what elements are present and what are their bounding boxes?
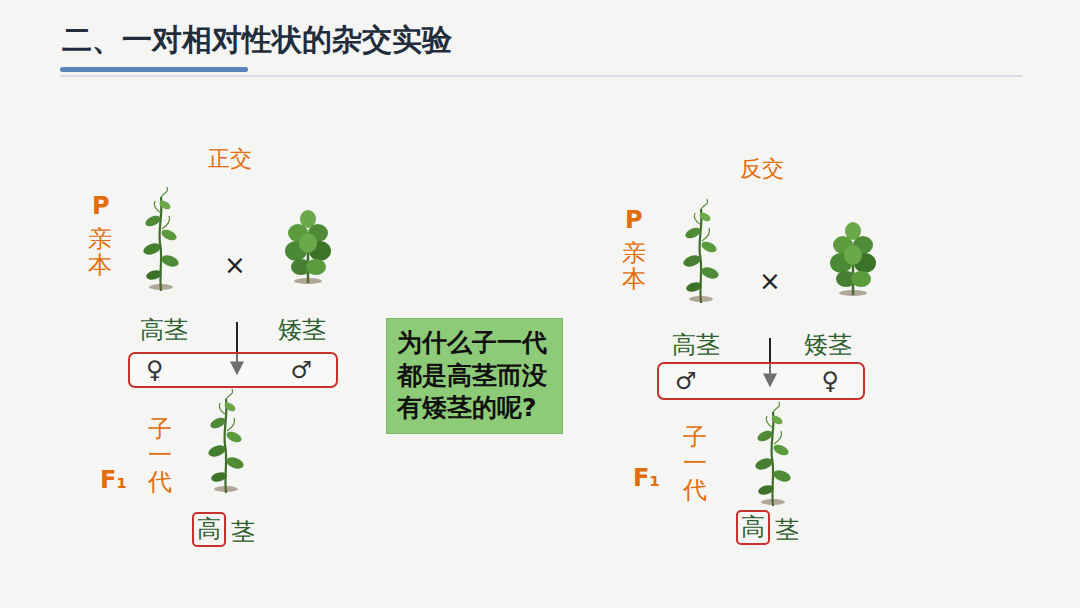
highlight-box: 高 xyxy=(192,512,226,547)
label: 正交 xyxy=(208,144,252,174)
label: P xyxy=(92,192,110,220)
vertical-label: 亲本 xyxy=(622,240,646,293)
question-box: 为什么子一代都是高茎而没有矮茎的呢? xyxy=(386,318,563,434)
label: 高 xyxy=(197,514,221,545)
label: 矮茎 xyxy=(278,314,326,346)
sex-box: ♀♂ xyxy=(128,352,338,388)
vertical-label: 子一代 xyxy=(683,424,707,503)
sex-symbol: ♂ xyxy=(675,369,697,393)
label: 反交 xyxy=(740,154,784,184)
sex-symbol: ♂ xyxy=(290,358,312,382)
label: P xyxy=(625,206,643,234)
label: × xyxy=(759,266,781,296)
question-text: 为什么子一代都是高茎而没有矮茎的呢? xyxy=(397,327,552,425)
vertical-label: 亲本 xyxy=(88,226,112,279)
label: 茎 xyxy=(231,516,255,548)
sex-symbol: ♀ xyxy=(821,369,839,393)
label: F₁ xyxy=(633,464,660,492)
label: 高茎 xyxy=(672,329,720,361)
label: 高 xyxy=(741,512,765,543)
vertical-label: 子一代 xyxy=(148,416,172,495)
label: 矮茎 xyxy=(804,329,852,361)
label: 茎 xyxy=(775,514,799,546)
sex-box: ♂♀ xyxy=(657,362,865,400)
sex-symbol: ♀ xyxy=(146,358,164,382)
label: 高茎 xyxy=(140,314,188,346)
label: × xyxy=(224,250,246,280)
title: 二、一对相对性状的杂交实验 xyxy=(62,20,452,61)
label: F₁ xyxy=(100,466,127,494)
highlight-box: 高 xyxy=(736,510,770,545)
